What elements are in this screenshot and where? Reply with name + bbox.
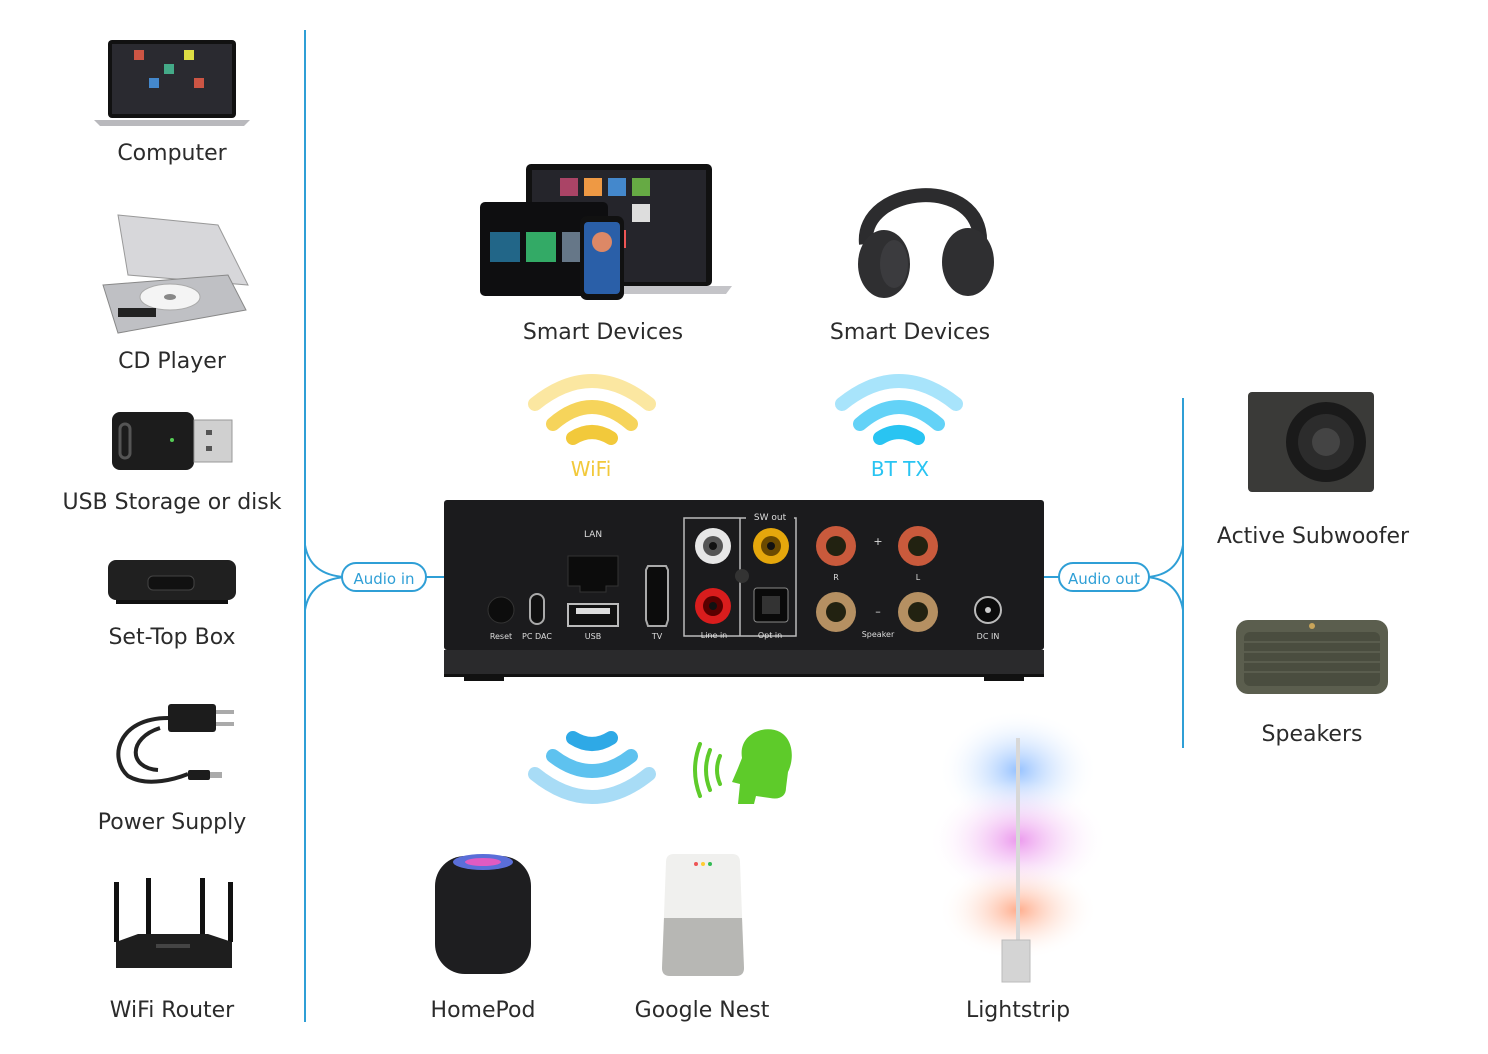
panel-dc-in-label: DC IN xyxy=(976,632,1000,641)
panel-reset-label: Reset xyxy=(489,632,513,641)
set-top-box-label: Set-Top Box xyxy=(108,625,236,650)
panel-tv-label: TV xyxy=(651,632,663,641)
panel-line-in-label: Line in xyxy=(700,631,728,640)
laptop-icon xyxy=(94,40,250,126)
homepod-icon xyxy=(435,854,531,974)
audio-in-line xyxy=(304,30,306,1022)
panel-pc-dac-label: PC DAC xyxy=(522,632,552,641)
google-nest-label: Google Nest xyxy=(634,998,770,1023)
wifi-label: WiFi xyxy=(570,457,612,481)
wifi-router-icon xyxy=(114,878,233,968)
power-supply-icon xyxy=(116,704,234,784)
cd-player-label: CD Player xyxy=(118,349,226,374)
set-top-box-icon xyxy=(108,560,236,604)
lightstrip-label: Lightstrip xyxy=(965,998,1071,1023)
panel-plus-label: + xyxy=(873,535,883,548)
subwoofer-label: Active Subwoofer xyxy=(1216,524,1410,549)
lightstrip-icon xyxy=(928,710,1108,983)
speakers-label: Speakers xyxy=(1261,722,1363,747)
computer-label: Computer xyxy=(117,141,227,166)
bt-tx-label: BT TX xyxy=(870,457,930,481)
panel-minus-label: – xyxy=(875,605,881,618)
bluetooth-signal-icon xyxy=(835,374,963,445)
usb-storage-label: USB Storage or disk xyxy=(62,490,282,515)
smart-devices-icon xyxy=(480,164,732,300)
panel-r-label: R xyxy=(833,573,839,582)
headphones-icon xyxy=(858,188,994,298)
audio-out-badge: Audio out xyxy=(1058,562,1150,592)
audio-in-badge: Audio in xyxy=(341,562,427,592)
homepod-label: HomePod xyxy=(430,998,536,1023)
cd-player-icon xyxy=(102,214,249,334)
speaker-icon xyxy=(1236,620,1388,694)
usb-stick-icon xyxy=(112,412,233,470)
panel-opt-in-label: Opt in xyxy=(757,631,783,640)
voice-command-icon xyxy=(693,729,792,804)
panel-l-label: L xyxy=(915,573,921,582)
wifi-icon xyxy=(528,374,656,445)
panel-lan-label: LAN xyxy=(583,530,603,540)
subwoofer-icon xyxy=(1248,392,1374,492)
wifi-router-label: WiFi Router xyxy=(109,998,235,1023)
power-supply-label: Power Supply xyxy=(97,810,247,835)
panel-speaker-label: Speaker xyxy=(861,630,895,639)
audio-out-line xyxy=(1182,398,1184,748)
google-nest-icon xyxy=(662,854,744,976)
smart-devices-right-label: Smart Devices xyxy=(829,320,991,345)
device-rear-panel xyxy=(444,500,1044,681)
panel-sw-out-label: SW out xyxy=(746,513,794,523)
smart-devices-left-label: Smart Devices xyxy=(522,320,684,345)
panel-usb-label: USB xyxy=(584,632,602,641)
airplay-signal-icon xyxy=(528,731,656,804)
